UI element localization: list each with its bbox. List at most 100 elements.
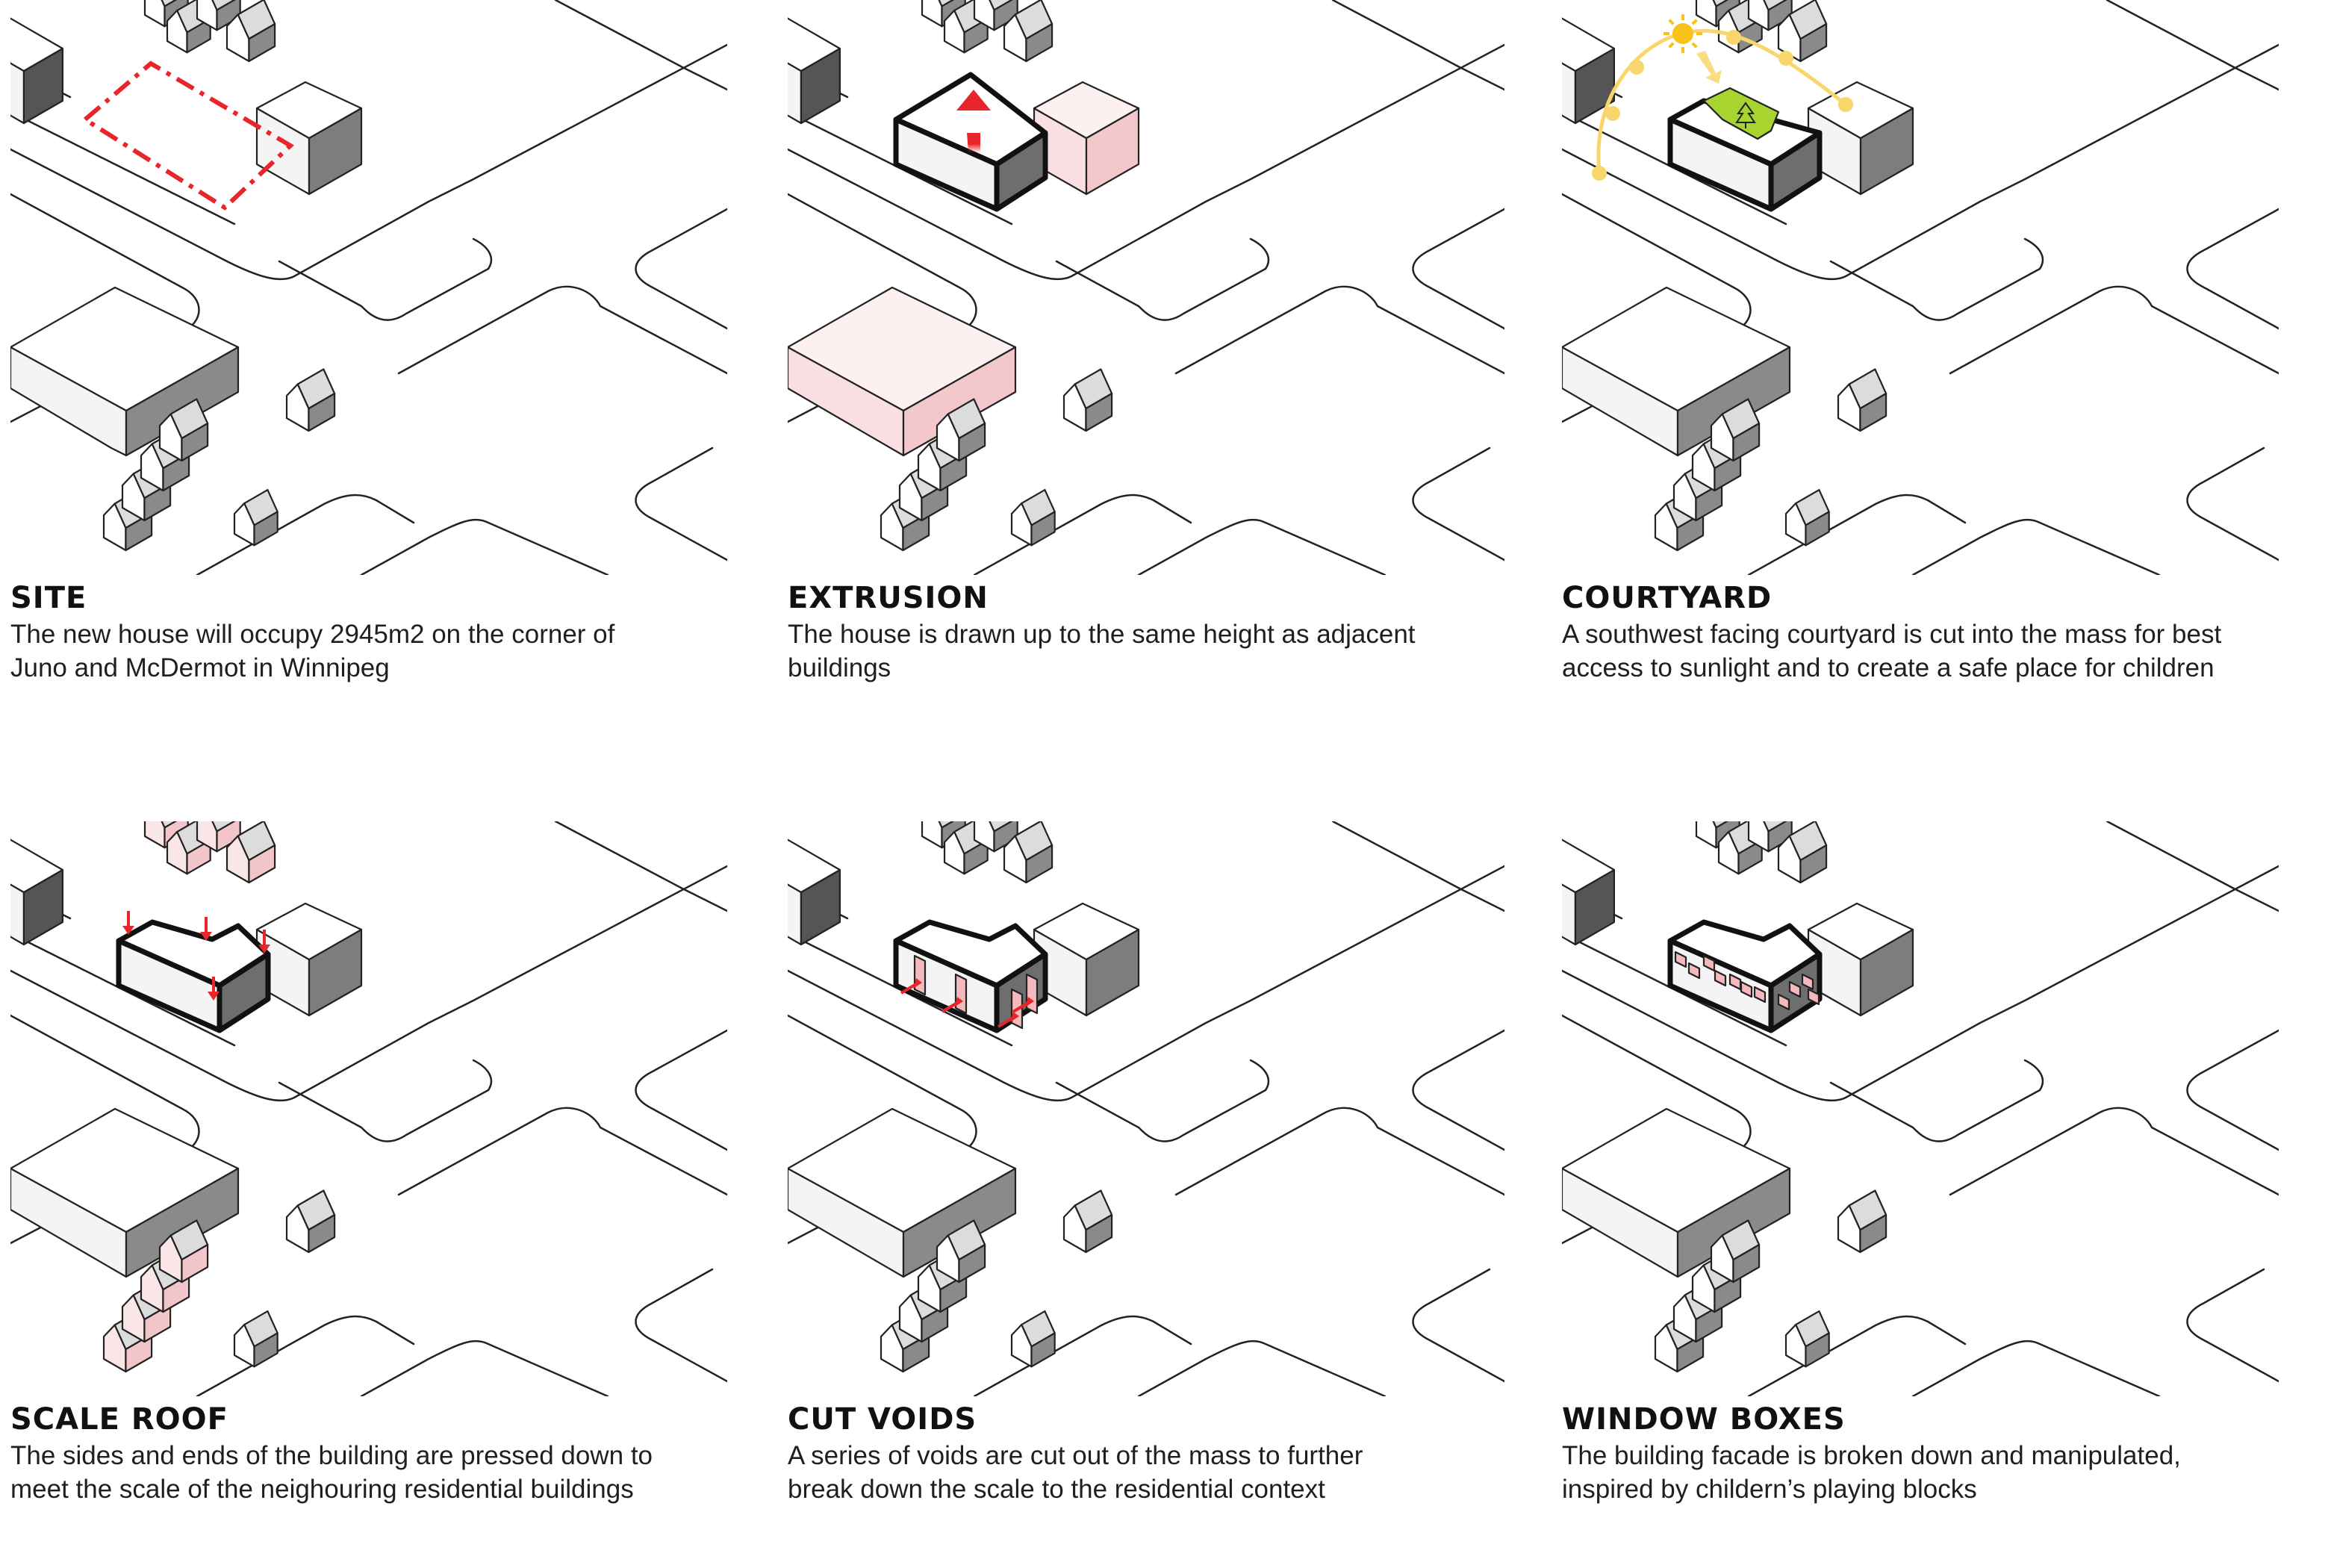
window-box [1801, 973, 1814, 991]
panel-extrusion: EXTRUSION The house is drawn up to the s… [788, 0, 1504, 747]
road-edge [973, 494, 1192, 575]
small-house-gable [196, 821, 218, 853]
small-house-roof [947, 1219, 986, 1261]
road-edge [278, 237, 493, 321]
small-house-roof [1074, 368, 1113, 410]
road-edge [196, 1315, 415, 1396]
road-edge [1911, 1340, 2161, 1396]
small-house-roof [161, 0, 178, 7]
road-edge [1911, 518, 2161, 575]
road-edge [635, 447, 727, 561]
small-house-gable [143, 821, 166, 849]
small-house-roof [989, 821, 1013, 833]
panel-description-line: break down the scale to the residential … [788, 1475, 1325, 1504]
road-edge [1747, 494, 1967, 575]
panel-description-line: meet the scale of the neighouring reside… [10, 1475, 634, 1504]
small-house-roof [938, 821, 955, 829]
up-arrow-icon-shaft [967, 133, 980, 153]
small-house-roof [1014, 821, 1053, 862]
road-edge [278, 1059, 493, 1142]
sun-position-dot [1605, 106, 1620, 121]
small-house-roof [169, 398, 209, 440]
window-box [1740, 980, 1753, 998]
down-arrow-icon [208, 992, 220, 1001]
small-house-roof [296, 368, 336, 410]
small-house-gable [921, 0, 943, 28]
void-cut [1025, 973, 1039, 1015]
road-edge [10, 865, 727, 1102]
window-box [1807, 988, 1820, 1006]
road-edge [1747, 1315, 1967, 1396]
road-edge [1949, 285, 2279, 375]
small-house-gable [1695, 0, 1717, 28]
small-house-gable [1695, 821, 1717, 849]
site-boundary-outline [81, 60, 294, 211]
panel-title: CUT VOIDS [788, 1402, 977, 1437]
road-edge [554, 0, 727, 91]
sun-ray [1668, 42, 1675, 49]
panel-cut-voids: CUT VOIDS A series of voids are cut out … [788, 821, 1504, 1568]
void-arrow-icon-shaft [1012, 1001, 1030, 1013]
road-edge [1137, 1340, 1386, 1396]
road-edge [196, 494, 415, 575]
extrusion-diagram [788, 0, 1504, 575]
window-boxes-diagram [1562, 821, 2279, 1396]
edge-building-roof [788, 839, 841, 894]
road-edge [10, 103, 236, 225]
panel-title: WINDOW BOXES [1562, 1402, 1846, 1437]
edge-building-roof [1562, 839, 1616, 894]
road-edge [788, 43, 1504, 281]
corner-building-side-face [902, 346, 1017, 457]
scale-roof-diagram [10, 821, 727, 1396]
small-house-gable [143, 0, 166, 28]
corner-building-side-face [125, 346, 240, 457]
small-house-roof [1712, 821, 1729, 829]
up-arrow-icon [956, 90, 991, 111]
courtyard-diagram [1562, 0, 2279, 575]
road-edge [973, 1315, 1192, 1396]
sun-icon [1672, 23, 1693, 44]
small-house-gable [973, 821, 995, 853]
road-edge [1331, 0, 1504, 91]
window-box [1687, 962, 1701, 980]
panel-window-boxes: WINDOW BOXES The building facade is brok… [1562, 821, 2279, 1568]
road-edge [1137, 518, 1386, 575]
road-edge [1055, 237, 1270, 321]
sun-ray [1691, 42, 1698, 49]
small-house-roof [1721, 398, 1761, 440]
sun-ray [1691, 19, 1698, 25]
small-house-gable [973, 0, 995, 31]
small-house-roof [1788, 821, 1828, 862]
void-cut [913, 954, 927, 996]
small-house-roof [989, 0, 1013, 11]
small-house-roof [1795, 1310, 1830, 1348]
tree-icon [1735, 102, 1756, 128]
panel-site: SITE The new house will occupy 2945m2 on… [10, 0, 727, 747]
small-house-roof [1763, 821, 1787, 833]
panel-description-line: inspired by childern’s playing blocks [1562, 1475, 1977, 1504]
panel-title: EXTRUSION [788, 581, 989, 615]
road-edge [1412, 1029, 1504, 1151]
sun-position-dot [1726, 30, 1741, 45]
small-house-roof [1848, 1189, 1887, 1231]
road-edge [360, 518, 609, 575]
road-edge [1829, 237, 2044, 321]
down-arrow-icon [122, 926, 134, 935]
panel-title: COURTYARD [1562, 581, 1773, 615]
down-arrow-icon [200, 932, 212, 941]
panel-courtyard: COURTYARD A southwest facing courtyard i… [1562, 0, 2279, 747]
road-edge [1174, 285, 1504, 375]
new-house-side-face [994, 130, 1048, 212]
small-house-gable [921, 821, 943, 849]
small-house-roof [1721, 1219, 1761, 1261]
void-arrow-icon-shaft [997, 1016, 1015, 1028]
right-block-roof [255, 902, 363, 961]
road-edge [2186, 1268, 2279, 1383]
new-house-side-face [1768, 130, 1823, 212]
road-edge [397, 1107, 727, 1196]
road-edge [635, 1029, 727, 1151]
new-house-side-face [217, 951, 271, 1033]
panel-title: SITE [10, 581, 87, 615]
road-edge [1174, 1107, 1504, 1196]
cut-voids-diagram [788, 821, 1504, 1396]
